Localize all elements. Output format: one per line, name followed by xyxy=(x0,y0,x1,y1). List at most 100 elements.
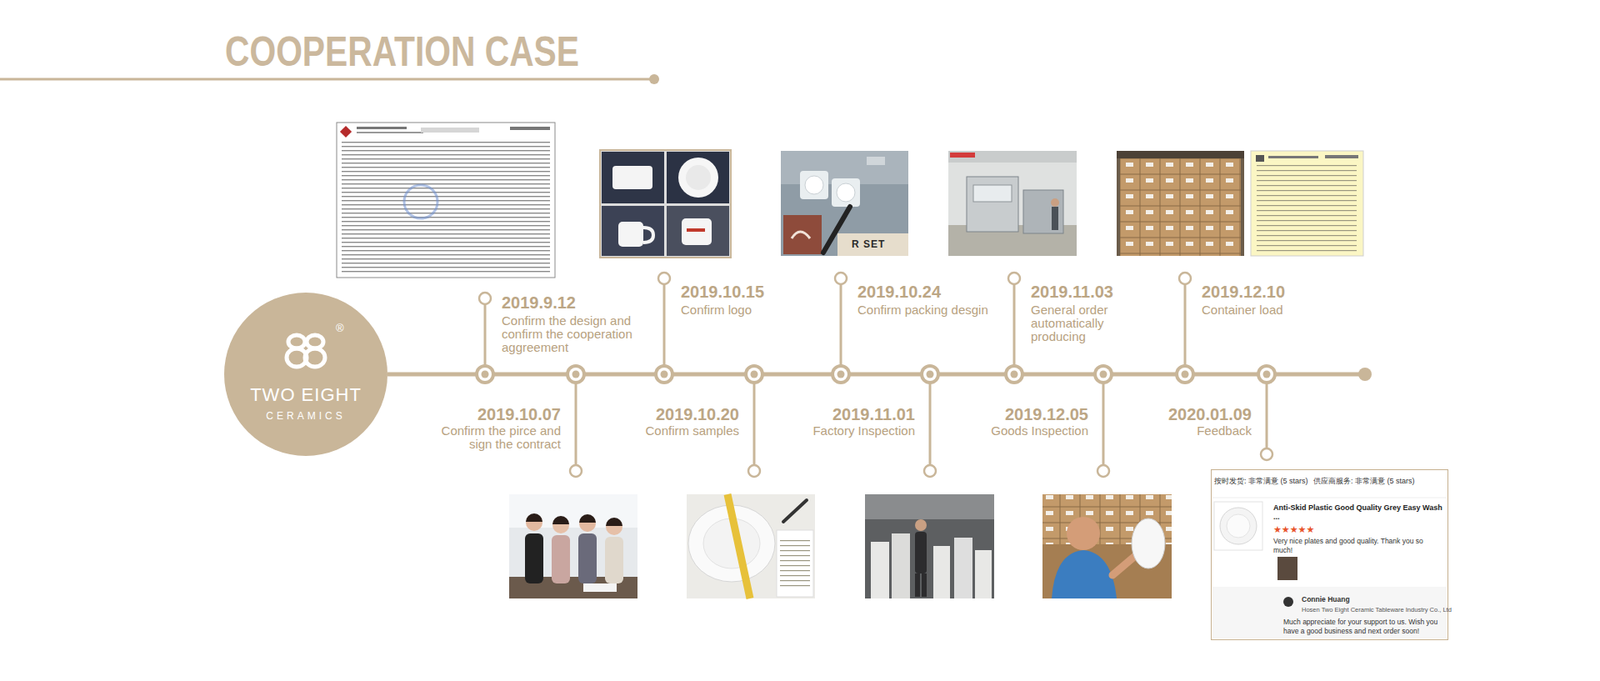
timeline xyxy=(1256,364,1277,385)
event-description: General order automatically producing xyxy=(1030,303,1119,344)
packing-photo xyxy=(866,156,885,165)
title-underline xyxy=(649,74,660,85)
title-underline xyxy=(0,78,655,81)
factory-inspection-photo xyxy=(954,537,973,599)
timeline xyxy=(1263,370,1271,379)
timeline xyxy=(1096,367,1110,381)
packing-photo xyxy=(800,170,829,200)
text-holder: Connie Huang xyxy=(1301,595,1350,605)
feedback-screenshot xyxy=(1212,497,1447,499)
rating-stars: ★★★★★ xyxy=(1273,523,1445,535)
contract-photo xyxy=(356,131,424,134)
packing-photo xyxy=(791,231,810,239)
logo-photo xyxy=(643,227,654,243)
text-holder: TWO EIGHT xyxy=(224,384,388,406)
meeting-photo xyxy=(579,515,596,532)
factory-photo xyxy=(948,150,1077,256)
event-date: 2019.10.15 xyxy=(680,281,765,302)
meeting-photo xyxy=(525,533,544,584)
timeline xyxy=(926,370,935,379)
timeline xyxy=(475,364,495,385)
text-holder: Much appreciate for your support to us. … xyxy=(1283,617,1444,636)
sample-photo xyxy=(780,538,810,589)
text-holder: Confirm the pirce and sign the contract xyxy=(429,424,561,451)
timeline xyxy=(747,367,761,381)
timeline xyxy=(478,367,1274,381)
goods-inspection-photo xyxy=(1042,494,1172,599)
contract-photo xyxy=(356,126,407,130)
logo-photo xyxy=(618,221,644,247)
meeting-photo xyxy=(552,515,570,525)
event-description: Goods Inspection xyxy=(921,424,1089,438)
timeline xyxy=(1097,465,1110,477)
event-description: Confirm packing desgin xyxy=(857,303,1008,317)
timeline xyxy=(834,367,848,381)
logo-photo xyxy=(681,218,712,245)
meeting-photo xyxy=(605,518,623,535)
meeting-photo xyxy=(525,513,543,522)
text-holder: 供应商服务: 非常满意 (5 stars) xyxy=(1313,476,1415,486)
text-holder: 2019.12.05 xyxy=(1005,404,1089,425)
timeline xyxy=(575,374,578,471)
timeline xyxy=(1010,370,1019,379)
timeline xyxy=(1102,374,1105,471)
registered-mark: ® xyxy=(335,322,345,335)
timeline xyxy=(387,272,1372,477)
logo-circle-fill xyxy=(224,292,388,456)
photo-text: R SET xyxy=(851,238,885,250)
feedback-screenshot xyxy=(1214,501,1263,550)
factory-inspection-photo xyxy=(933,545,950,599)
contract-photo xyxy=(336,122,555,278)
timeline xyxy=(744,364,765,385)
timeline xyxy=(657,367,671,381)
page-title: COOPERATION CASE xyxy=(225,26,580,77)
timeline xyxy=(660,370,669,379)
timeline xyxy=(1008,272,1020,285)
text-holder: Confirm logo xyxy=(680,303,815,317)
timeline xyxy=(748,465,760,477)
logo-photo xyxy=(678,157,719,198)
certificate-photo xyxy=(1250,150,1364,256)
certificate-photo xyxy=(1255,155,1265,162)
text-holder: 按时发货: 非常满意 (5 stars) xyxy=(1214,476,1309,486)
goods-inspection-photo xyxy=(1051,550,1117,599)
brand-name: TWO EIGHT xyxy=(224,384,388,406)
meeting-photo xyxy=(509,494,638,599)
reply-text: Much appreciate for your support to us. … xyxy=(1283,617,1444,636)
packing-photo xyxy=(780,150,909,256)
event-description: Confirm the pirce and sign the contract xyxy=(429,424,561,451)
text-holder: Anti-Skid Plastic Good Quality Grey Easy… xyxy=(1273,503,1445,555)
text-holder: 2019.10.07 xyxy=(477,404,561,425)
factory-photo xyxy=(1051,206,1059,230)
packing-photo xyxy=(780,150,909,256)
text-holder: Goods Inspection xyxy=(921,424,1089,438)
timeline xyxy=(658,272,670,285)
certificate-photo xyxy=(1268,155,1319,159)
factory-photo xyxy=(966,176,1019,232)
packing-photo xyxy=(837,233,909,256)
timeline xyxy=(753,374,756,471)
text-holder: CERAMICS xyxy=(224,410,388,422)
meeting-photo xyxy=(578,533,597,584)
factory-inspection-photo xyxy=(921,573,927,597)
logo-photo xyxy=(601,151,665,204)
reply-company: Hosen Two Eight Ceramic Tableware Indust… xyxy=(1301,605,1452,615)
feedback-screenshot xyxy=(1226,514,1250,538)
timeline xyxy=(565,364,586,385)
factory-inspection-photo xyxy=(975,550,992,599)
event-date: 2019.10.20 xyxy=(655,404,740,425)
sample-photo xyxy=(727,494,750,599)
event-date: 2019.11.03 xyxy=(1030,281,1114,302)
logo-photo xyxy=(601,205,665,256)
contract-photo xyxy=(341,141,550,274)
logo-photo xyxy=(686,228,705,232)
container-photo xyxy=(1116,150,1245,256)
packing-photo xyxy=(823,206,850,253)
text-holder: Confirm the design and confirm the coope… xyxy=(501,314,648,355)
rating-text: 供应商服务: 非常满意 (5 stars) xyxy=(1313,476,1415,486)
text-holder: 2020.01.09 xyxy=(1168,404,1252,425)
timeline xyxy=(479,292,491,305)
container-photo xyxy=(1116,150,1245,159)
timeline xyxy=(387,372,1365,377)
goods-inspection-photo xyxy=(1066,516,1100,550)
